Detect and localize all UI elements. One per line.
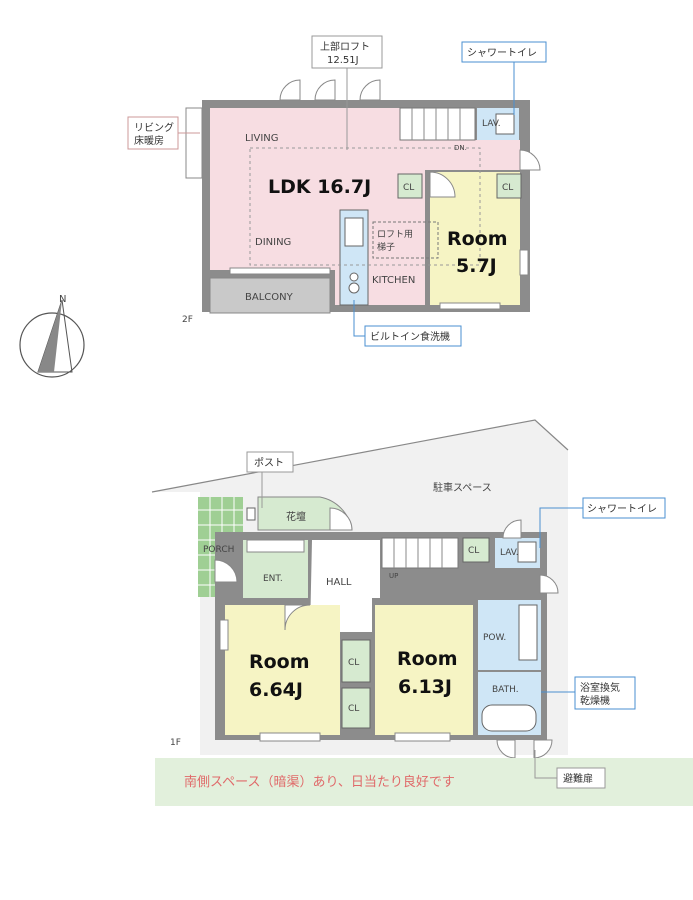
callout-post-box <box>246 451 294 473</box>
pow-label: POW. <box>483 633 506 643</box>
floor2-closet-b-label: CL <box>502 183 513 193</box>
escape-door-1 <box>496 739 516 759</box>
floor2-window-room <box>439 302 501 310</box>
floor2-room-size: 5.7J <box>456 255 497 277</box>
loft-ladder-label-2: 梯子 <box>377 241 395 253</box>
floor2-window-bottom <box>229 267 331 275</box>
cooktop-burner-2 <box>349 272 359 282</box>
callout-post-text: ポスト <box>254 457 284 469</box>
escape-door-2 <box>533 739 553 759</box>
floor2-lav-sink <box>495 113 515 135</box>
floor2-room-door <box>429 171 456 198</box>
cooktop-burner <box>348 282 360 294</box>
floor1-window-left <box>219 619 229 651</box>
south-banner-text: 南側スペース（暗渠）あり、日当たり良好です <box>184 774 455 790</box>
ldk-size-label: LDK 16.7J <box>268 176 371 198</box>
floor1-closet-b <box>341 687 371 729</box>
entrance-label: ENT. <box>263 574 283 584</box>
callout-bath-dryer-box <box>574 676 636 710</box>
room-a-name: Room <box>249 651 310 673</box>
compass-north-label: N <box>59 294 66 305</box>
ldk-area <box>210 108 520 305</box>
floor1-room-b <box>375 605 473 735</box>
callout-escape-door-leader <box>534 750 557 779</box>
floor1-stair <box>381 537 459 569</box>
floor1-closet-a-label: CL <box>348 658 359 668</box>
loft-ladder-outline <box>372 221 439 259</box>
floor2-top-door-3 <box>359 79 381 101</box>
floor-2-plan: LIVING DINING KITCHEN BALCONY LDK 16.7J … <box>127 35 547 347</box>
bathtub <box>481 704 537 732</box>
floor1-closet-a <box>341 639 371 683</box>
compass-needle-fill <box>38 300 62 372</box>
floor2-room-name: Room <box>447 228 508 250</box>
post-box <box>246 507 256 521</box>
floor1-floor-label: 1F <box>170 738 181 748</box>
bath-label: BATH. <box>492 685 519 695</box>
floor1-room-a <box>225 605 340 735</box>
compass-ring <box>19 312 85 378</box>
callout-living-text-1: リビング <box>134 121 174 134</box>
floor2-top-door-1 <box>279 79 301 101</box>
floor1-window-room-a <box>259 732 321 742</box>
floor1-closet-stair-label: CL <box>468 546 479 556</box>
flowerbed-label: 花壇 <box>286 510 306 523</box>
parking-label: 駐車スペース <box>433 481 492 494</box>
hall-label: HALL <box>326 577 352 588</box>
callout-bath-dryer-text-1: 浴室換気 <box>580 681 620 694</box>
room-b-name: Room <box>397 648 458 670</box>
callout-living-text-2: 床暖房 <box>134 134 164 147</box>
pow-door <box>539 574 559 594</box>
floor2-top-door-2 <box>314 79 336 101</box>
lav-door-1f <box>502 519 522 539</box>
callout-bath-dryer-text-2: 乾燥機 <box>580 694 610 707</box>
callout-escape-door-text: 避難扉 <box>563 772 593 785</box>
floor1-lav-label: LAV. <box>500 548 519 558</box>
floor2-closet-b <box>496 173 522 199</box>
compass: N <box>19 294 85 378</box>
kitchen-label: KITCHEN <box>372 275 415 286</box>
floor2-stair <box>399 107 476 141</box>
porch-cabinet <box>246 539 305 553</box>
floor2-window-right <box>519 249 529 276</box>
floor-1-plan: 南側スペース（暗渠）あり、日当たり良好です 駐車スペース 花壇 PORCH EN… <box>151 419 693 806</box>
callout-loft-text-1: 上部ロフト <box>320 40 370 53</box>
callout-loft-text-2: 12.51J <box>327 55 359 66</box>
floor2-wc-door <box>519 149 541 171</box>
floor2-closet-a <box>397 173 423 199</box>
loft-ladder-label-1: ロフト用 <box>377 229 413 240</box>
callout-dishwasher-leader <box>353 300 365 337</box>
callout-shower-toilet-2f-box <box>461 41 547 63</box>
floor2-floor-label: 2F <box>182 315 193 325</box>
floor2-dn-label: DN. <box>454 144 467 152</box>
callout-dishwasher-text: ビルトイン食洗機 <box>370 330 450 343</box>
dining-label: DINING <box>255 237 291 248</box>
floor2-closet-a-label: CL <box>403 183 414 193</box>
floor1-closet-b-label: CL <box>348 704 359 714</box>
floor1-window-room-b <box>394 732 451 742</box>
floor2-window-left <box>185 107 203 179</box>
hall-door-room-a <box>284 604 311 631</box>
flowerbed-door <box>329 507 353 531</box>
up-label: UP <box>389 572 398 580</box>
kitchen-sink <box>344 217 364 247</box>
floor1-closet-stair <box>462 537 490 563</box>
entrance-door <box>214 559 238 583</box>
balcony-label: BALCONY <box>245 292 294 303</box>
living-label: LIVING <box>245 133 279 144</box>
floor1-lav-sink <box>517 541 537 563</box>
powder-sink <box>518 604 538 661</box>
room-b-size: 6.13J <box>398 676 452 698</box>
callout-loft-box <box>311 35 383 69</box>
callout-shower-toilet-2f-text: シャワートイレ <box>467 48 537 59</box>
balcony-area <box>209 277 331 314</box>
callout-shower-toilet-1f-text: シャワートイレ <box>587 504 657 515</box>
floor2-lav-label: LAV. <box>482 119 501 129</box>
porch-label: PORCH <box>203 545 234 555</box>
callout-shower-toilet-1f-leader <box>539 507 583 548</box>
room-a-size: 6.64J <box>249 679 303 701</box>
